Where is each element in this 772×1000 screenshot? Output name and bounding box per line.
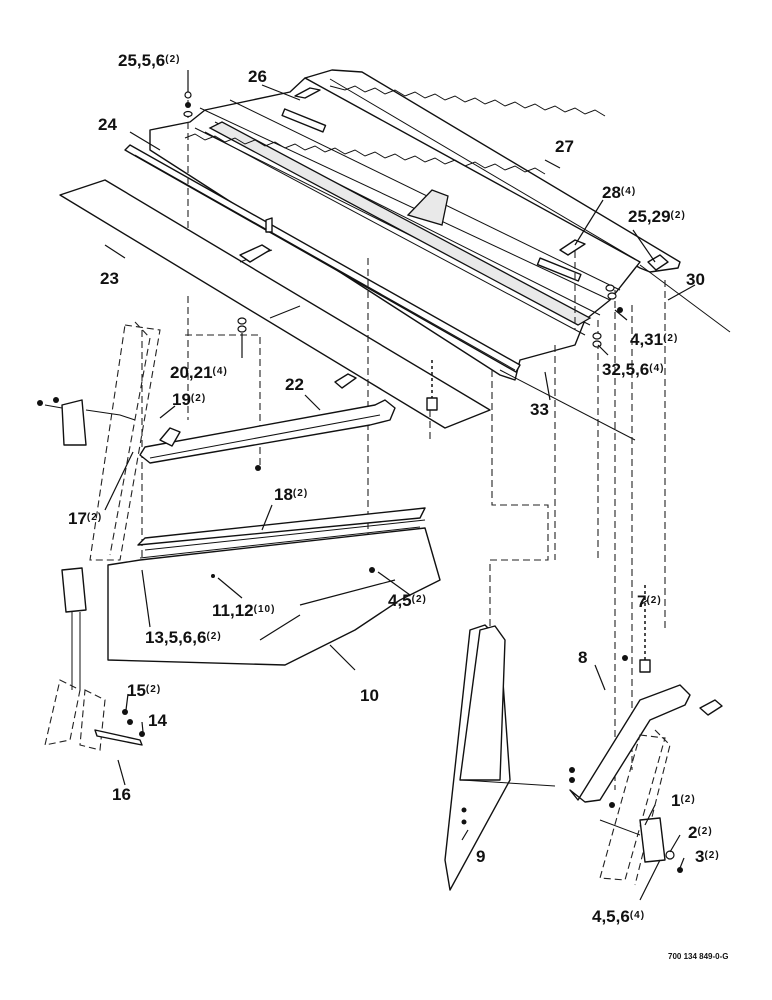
svg-text:17(2): 17(2) [68,509,102,528]
callout-26: 26 [248,67,267,86]
callout-17-qty: (2) [87,512,102,523]
callout-4-5-qty: (2) [412,594,427,605]
callout-2: 2 [688,823,697,842]
callout-22: 22 [285,375,304,394]
callout-25-5-6-qty: (2) [165,54,180,65]
chain-center [334,360,438,411]
svg-text:15(2): 15(2) [127,681,161,700]
part-9-panel [444,624,556,891]
callout-4-31: 4,31 [630,330,663,349]
svg-text:4,5(2): 4,5(2) [388,591,427,610]
svg-text:20,21(4): 20,21(4) [170,363,228,382]
callout-33: 33 [530,400,549,419]
svg-text:2(2): 2(2) [688,823,713,842]
part-18-rail [137,507,426,559]
callout-27: 27 [555,137,574,156]
part-24-rail [124,144,521,373]
svg-text:11,12(10): 11,12(10) [212,601,275,620]
callout-10: 10 [360,686,379,705]
callout-labels: 25,5,6(2) 26 24 27 28(4) 25,29(2) 23 30 … [68,51,729,961]
right-linkage [599,729,683,886]
part-10-sheet [107,527,441,666]
main-crop-pan [149,77,641,381]
svg-text:32,5,6(4): 32,5,6(4) [602,360,665,379]
svg-text:33: 33 [530,400,549,419]
callout-16: 15 [127,681,146,700]
callout-2-qty: (2) [697,826,712,837]
callout-1: 1 [671,791,680,810]
callout-8: 8 [578,648,587,667]
svg-text:19(2): 19(2) [172,390,206,409]
callout-13-5-6-6-qty: (2) [206,631,221,642]
callout-9-label: 9 [476,847,485,866]
svg-text:26: 26 [248,67,267,86]
svg-text:18(2): 18(2) [274,485,308,504]
svg-text:27: 27 [555,137,574,156]
svg-text:23: 23 [100,269,119,288]
callout-25-5-6: 25,5,6 [118,51,165,70]
callout-4-5-6-qty: (4) [630,910,645,921]
callout-30: 30 [686,270,705,289]
callout-3-qty: (2) [704,850,719,861]
callout-15: 14 [148,711,167,730]
left-linkage [37,321,161,751]
svg-text:4,31(2): 4,31(2) [630,330,678,349]
callout-32-5-6-qty: (4) [649,363,664,374]
part-27-shield-strip [304,69,681,273]
callout-18: 18 [274,485,293,504]
callout-32-5-6: 32,5,6 [602,360,649,379]
svg-text:9: 9 [476,847,485,866]
svg-text:25,29(2): 25,29(2) [628,207,686,226]
callout-1-qty: (2) [680,794,695,805]
callout-25-29: 25,29 [628,207,671,226]
callout-20-21-qty: (4) [213,366,228,377]
svg-text:16: 16 [112,785,131,804]
callout-19-qty: (2) [191,393,206,404]
part-23-sheet [59,179,491,429]
svg-text:14: 14 [148,711,167,730]
callout-7-qty: (2) [646,595,661,606]
part-22-arm [139,399,396,471]
callout-7: 7 [637,592,646,611]
hardware-stack-top [183,87,321,333]
svg-text:25,5,6(2): 25,5,6(2) [118,51,181,70]
svg-text:13,5,6,6(2): 13,5,6,6(2) [145,628,222,647]
svg-text:10: 10 [360,686,379,705]
callout-11-12-qty: (10) [254,604,276,615]
callout-16-qty: (2) [146,684,161,695]
callout-28: 28 [602,183,621,202]
svg-text:3(2): 3(2) [695,847,720,866]
callout-4-5: 4,5 [388,591,412,610]
part-8-arm [569,585,723,803]
svg-text:28(4): 28(4) [602,183,636,202]
svg-text:24: 24 [98,115,117,134]
callout-23: 23 [100,269,119,288]
callout-13-5-6-6: 13,5,6,6 [145,628,206,647]
hardware-right-top [559,239,669,348]
svg-text:8: 8 [578,648,587,667]
callout-20-21: 20,21 [170,363,213,382]
svg-text:7(2): 7(2) [637,592,662,611]
callout-25-29-qty: (2) [671,210,686,221]
callout-14: 16 [112,785,131,804]
callout-18-qty: (2) [293,488,308,499]
figure-number: 700 134 849-0-G [668,952,729,961]
svg-text:1(2): 1(2) [671,791,696,810]
svg-text:30: 30 [686,270,705,289]
callout-4-31-qty: (2) [663,333,678,344]
rods-30-33 [499,264,731,441]
callout-28-qty: (4) [621,186,636,197]
callout-19: 19 [172,390,191,409]
callout-11-12: 11,12 [212,601,254,620]
callout-4-5-6: 4,5,6 [592,907,630,926]
callout-3: 3 [695,847,704,866]
svg-text:4,5,6(4): 4,5,6(4) [592,907,645,926]
leader-lines [104,70,696,901]
svg-text:22: 22 [285,375,304,394]
callout-24: 24 [98,115,117,134]
callout-17: 17 [68,509,87,528]
